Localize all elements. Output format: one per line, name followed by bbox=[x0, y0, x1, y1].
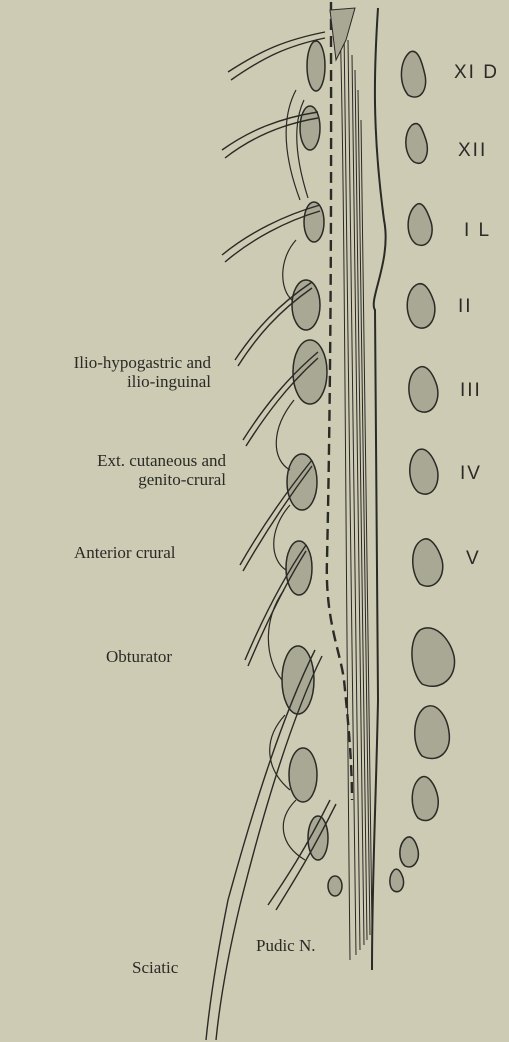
vertebra-label-iv: IV bbox=[460, 463, 482, 485]
label-ext-cutaneous: Ext. cutaneous and genito-crural bbox=[97, 451, 226, 489]
vertebra-shapes bbox=[390, 51, 455, 891]
dashed-midline bbox=[327, 2, 352, 800]
cauda-fibers bbox=[340, 20, 372, 960]
cord-outline bbox=[372, 8, 386, 970]
vertebra-label-i-l: I L bbox=[464, 220, 491, 242]
label-pudic: Pudic N. bbox=[256, 936, 316, 955]
nerve-trunks bbox=[206, 32, 336, 1040]
vertebra-label-xii: XII bbox=[458, 140, 487, 162]
label-ilio-hypogastric-line-1: Ilio-hypogastric and bbox=[74, 353, 211, 372]
label-ilio-hypogastric-line-2: ilio-inguinal bbox=[74, 372, 211, 391]
label-ext-cutaneous-line-2: genito-crural bbox=[97, 470, 226, 489]
vertebra-label-ii: II bbox=[458, 296, 473, 318]
vertebra-label-v: V bbox=[466, 548, 481, 570]
vertebra-label-iii: III bbox=[460, 380, 482, 402]
label-ilio-hypogastric: Ilio-hypogastric and ilio-inguinal bbox=[74, 353, 211, 391]
label-anterior-crural: Anterior crural bbox=[74, 543, 175, 562]
label-ext-cutaneous-line-1: Ext. cutaneous and bbox=[97, 451, 226, 470]
label-sciatic: Sciatic bbox=[132, 958, 178, 977]
label-obturator: Obturator bbox=[106, 647, 172, 666]
vertebra-label-xi-d: XI D bbox=[454, 62, 499, 84]
cord-top-hatch bbox=[330, 8, 355, 60]
